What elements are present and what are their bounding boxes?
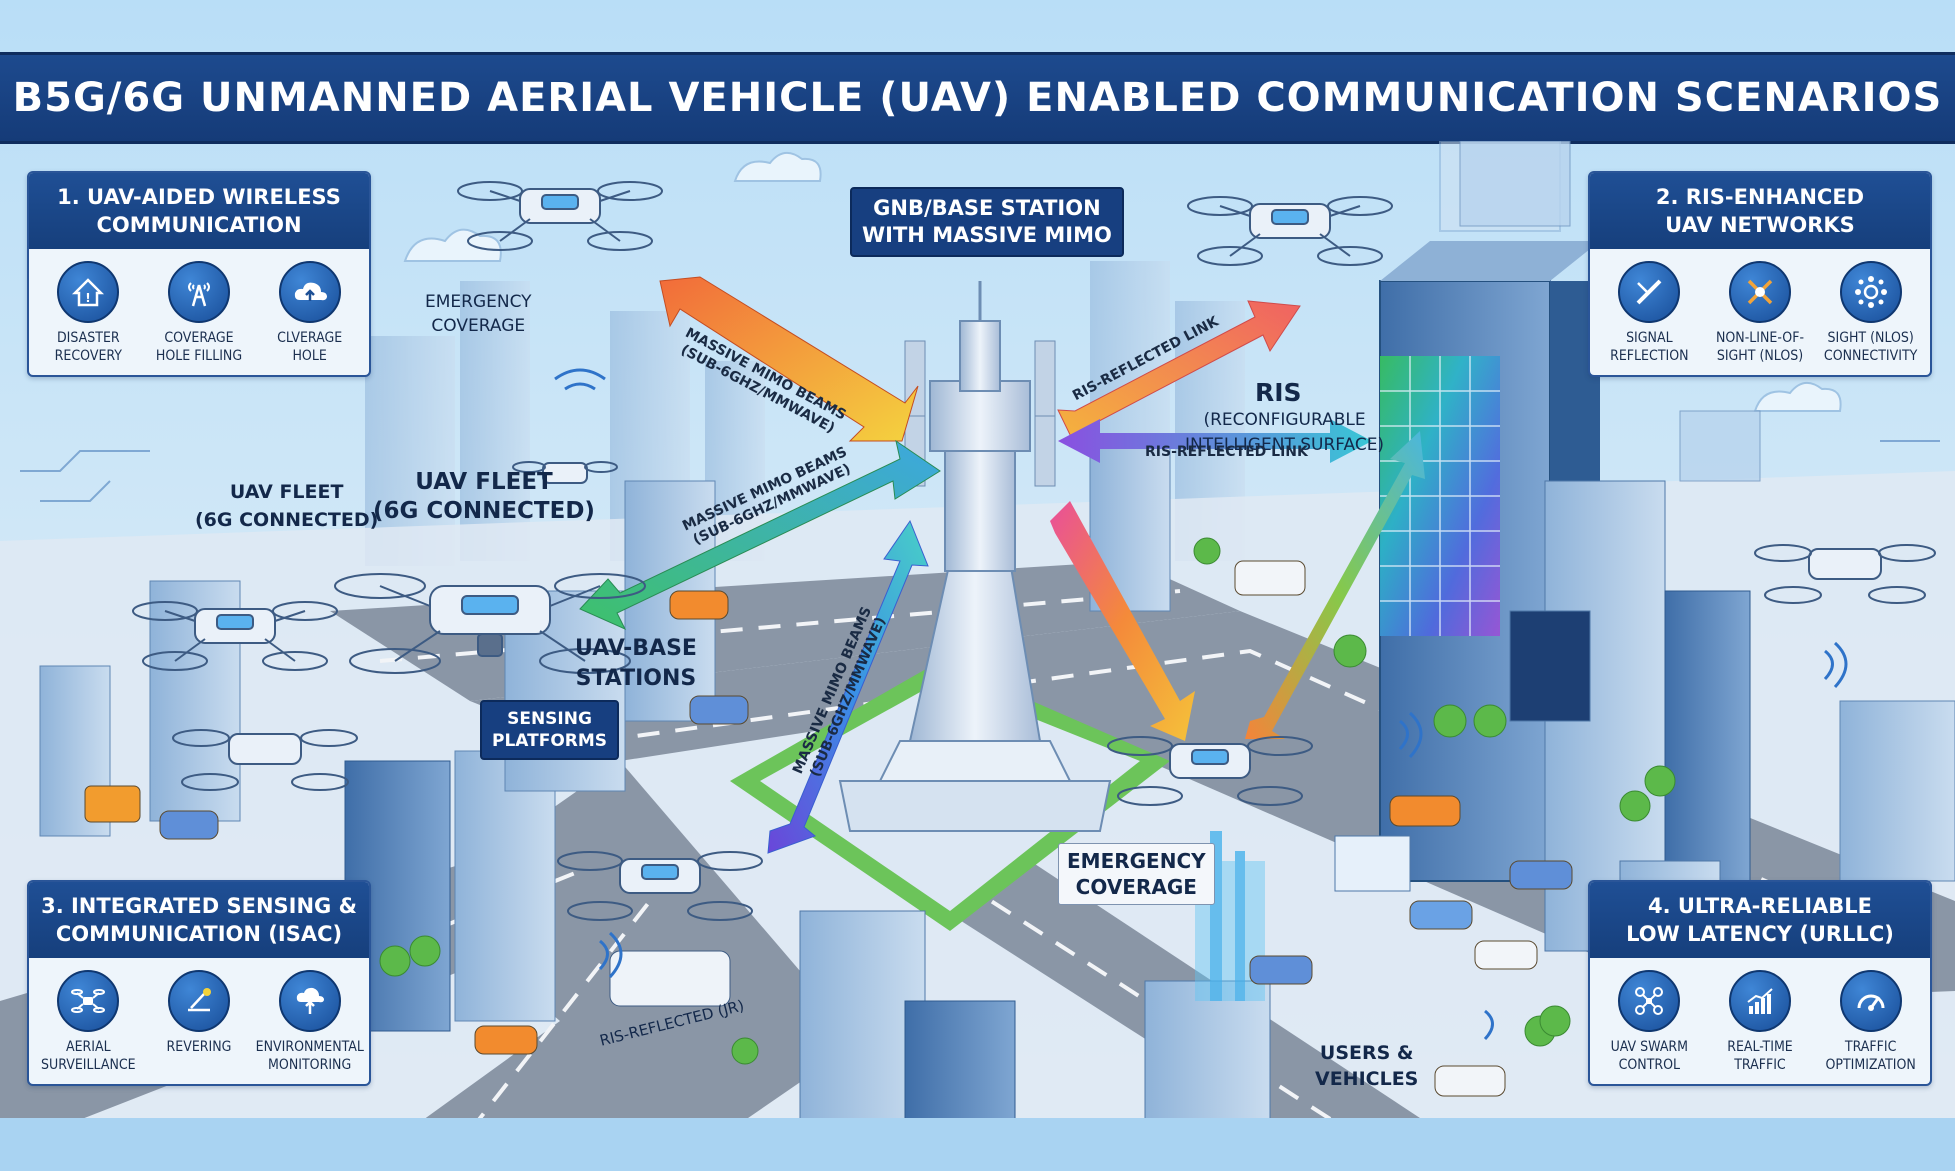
drone-icon (57, 970, 120, 1032)
network-hub-icon (1839, 261, 1902, 323)
panel-heading: 4. ULTRA-RELIABLE LOW LATENCY (URLLC) (1590, 882, 1930, 958)
item-aerial-surveillance: AERIAL SURVEILLANCE (34, 970, 142, 1074)
item-nlos-connectivity: SIGHT (NLOS) CONNECTIVITY (1817, 261, 1925, 365)
digital-screens (1334, 141, 1761, 892)
item-disaster-recovery: ! DISASTER RECOVERY (34, 261, 142, 365)
arrow-label-ris-middle: RIS-REFLECTED LINK (1145, 444, 1308, 460)
drone-group (132, 181, 1936, 921)
vehicles (84, 560, 1573, 1097)
panel-heading: 2. RIS-ENHANCED UAV NETWORKS (1590, 173, 1930, 249)
clouds (403, 152, 1842, 412)
panel-uav-aided-wireless: 1. UAV-AIDED WIRELESS COMMUNICATION ! DI… (27, 171, 371, 377)
panel-ris-enhanced: 2. RIS-ENHANCED UAV NETWORKS SIGNAL REFL… (1588, 171, 1932, 377)
item-uav-swarm-control: UAV SWARM CONTROL (1595, 970, 1703, 1074)
emergency-coverage-bottom-label: EMERGENCY COVERAGE (1058, 843, 1215, 905)
cloud-upload-icon (278, 261, 341, 323)
ris-label: RIS (1255, 378, 1302, 407)
item-traffic-optimization: TRAFFIC OPTIMIZATION (1817, 970, 1925, 1074)
item-coverage-hole-filling: COVERAGE HOLE FILLING (145, 261, 253, 365)
panel-urllc: 4. ULTRA-RELIABLE LOW LATENCY (URLLC) UA… (1588, 880, 1932, 1086)
item-real-time-traffic: REAL-TIME TRAFFIC (1706, 970, 1814, 1074)
users-vehicles-label: USERS & VEHICLES (1315, 1042, 1419, 1090)
base-station-tower (838, 281, 1112, 832)
wireless-signals (554, 368, 1848, 1041)
panel-isac: 3. INTEGRATED SENSING & COMMUNICATION (I… (27, 880, 371, 1086)
panel-heading: 1. UAV-AIDED WIRELESS COMMUNICATION (29, 173, 369, 249)
beam-arrows (579, 276, 1425, 854)
page-title: B5G/6G UNMANNED AERIAL VEHICLE (UAV) ENA… (12, 75, 1943, 121)
item-nlos: NON-LINE-OF- SIGHT (NLOS) (1706, 261, 1814, 365)
tree-cloud-icon (278, 970, 341, 1032)
uav-fleet-large-label: UAV FLEET (6G CONNECTED) (373, 469, 595, 524)
title-bar: B5G/6G UNMANNED AERIAL VEHICLE (UAV) ENA… (0, 52, 1955, 144)
house-hazard-icon: ! (57, 261, 120, 323)
trees (379, 537, 1676, 1065)
item-signal-reflection: SIGNAL REFLECTION (1595, 261, 1703, 365)
item-environmental-monitoring: ENVIRONMENTAL MONITORING (256, 970, 364, 1074)
uav-fleet-small-label: UAV FLEET (6G CONNECTED) (195, 481, 379, 531)
radar-sweep-icon (167, 970, 230, 1032)
swarm-icon (1618, 970, 1681, 1032)
bottom-margin (0, 1118, 1955, 1171)
item-clverage-hole: CLVERAGE HOLE (256, 261, 364, 365)
uav-base-stations-label: UAV-BASE STATIONS (575, 636, 697, 691)
panel-heading: 3. INTEGRATED SENSING & COMMUNICATION (I… (29, 882, 369, 958)
ris-full-name-label: (RECONFIGURABLE INTELLIGENT SURFACE) (1185, 410, 1385, 455)
gnb-base-station-label: GNB/BASE STATION WITH MASSIVE MIMO (850, 187, 1124, 257)
sensing-platforms-label: SENSING PLATFORMS (480, 700, 620, 760)
antenna-tower-icon (167, 261, 230, 323)
reflection-icon (1618, 261, 1681, 323)
svg-text:!: ! (86, 291, 91, 305)
rising-chart-icon (1728, 970, 1791, 1032)
speedometer-icon (1839, 970, 1902, 1032)
blocked-path-icon (1728, 261, 1791, 323)
item-revering: REVERING (145, 970, 253, 1074)
emergency-coverage-top-label: EMERGENCY COVERAGE (425, 292, 532, 336)
